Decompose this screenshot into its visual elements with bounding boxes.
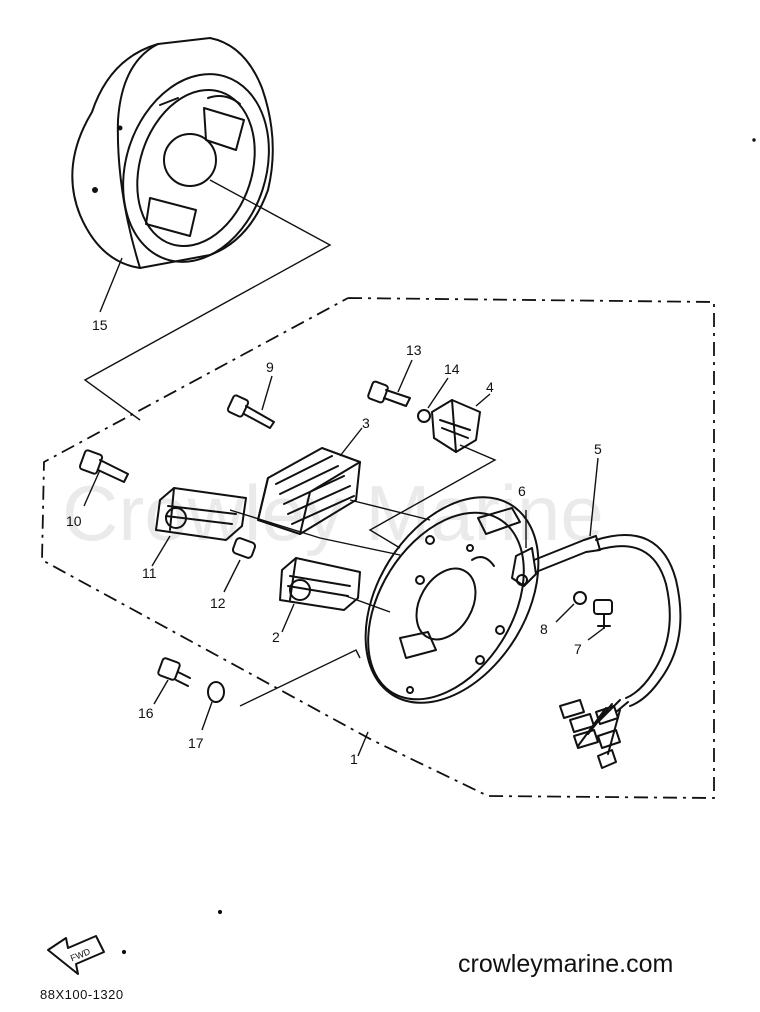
screw-part-7 [587,599,613,641]
callout-1: 1 [350,751,358,767]
washer-part-14 [417,377,449,423]
callout-17: 17 [188,735,204,751]
clamp-part-6 [511,510,537,587]
callout-15: 15 [92,317,108,333]
bolt-part-9 [226,375,275,429]
fwd-label: FWD [69,946,92,963]
coil-part-3 [257,427,431,535]
callout-4: 4 [486,379,494,395]
callout-3: 3 [362,415,370,431]
coil-part-11 [151,487,401,567]
fwd-arrow-icon: FWD [47,935,105,975]
washer-part-17 [201,649,361,731]
bolt-part-10 [78,449,129,507]
callout-2: 2 [272,629,280,645]
assembly-boundary [41,297,715,799]
callout-13: 13 [406,342,422,358]
lead-wire-part-5 [533,457,682,769]
diagram-code: 88X100-1320 [40,987,124,1002]
callout-12: 12 [210,595,226,611]
site-url: crowleymarine.com [458,950,674,978]
callout-10: 10 [66,513,82,529]
callout-6: 6 [518,483,526,499]
flywheel-part-15 [71,37,274,269]
washer-part-8 [555,591,587,623]
screw-part-16 [153,657,191,705]
callout-9: 9 [266,359,274,375]
callout-8: 8 [540,621,548,637]
callout-14: 14 [444,361,460,377]
callout-16: 16 [138,705,154,721]
callout-5: 5 [594,441,602,457]
stator-base-plate [364,496,540,704]
coil-part-2 [279,557,391,633]
bolt-part-13 [367,359,413,407]
collar-part-12 [223,537,257,593]
callout-11: 11 [142,565,157,581]
coil-part-4 [368,393,497,549]
callout-7: 7 [574,641,582,657]
callout-labels: 1 2 3 4 5 6 7 8 9 10 11 12 13 14 15 16 1… [66,317,602,767]
